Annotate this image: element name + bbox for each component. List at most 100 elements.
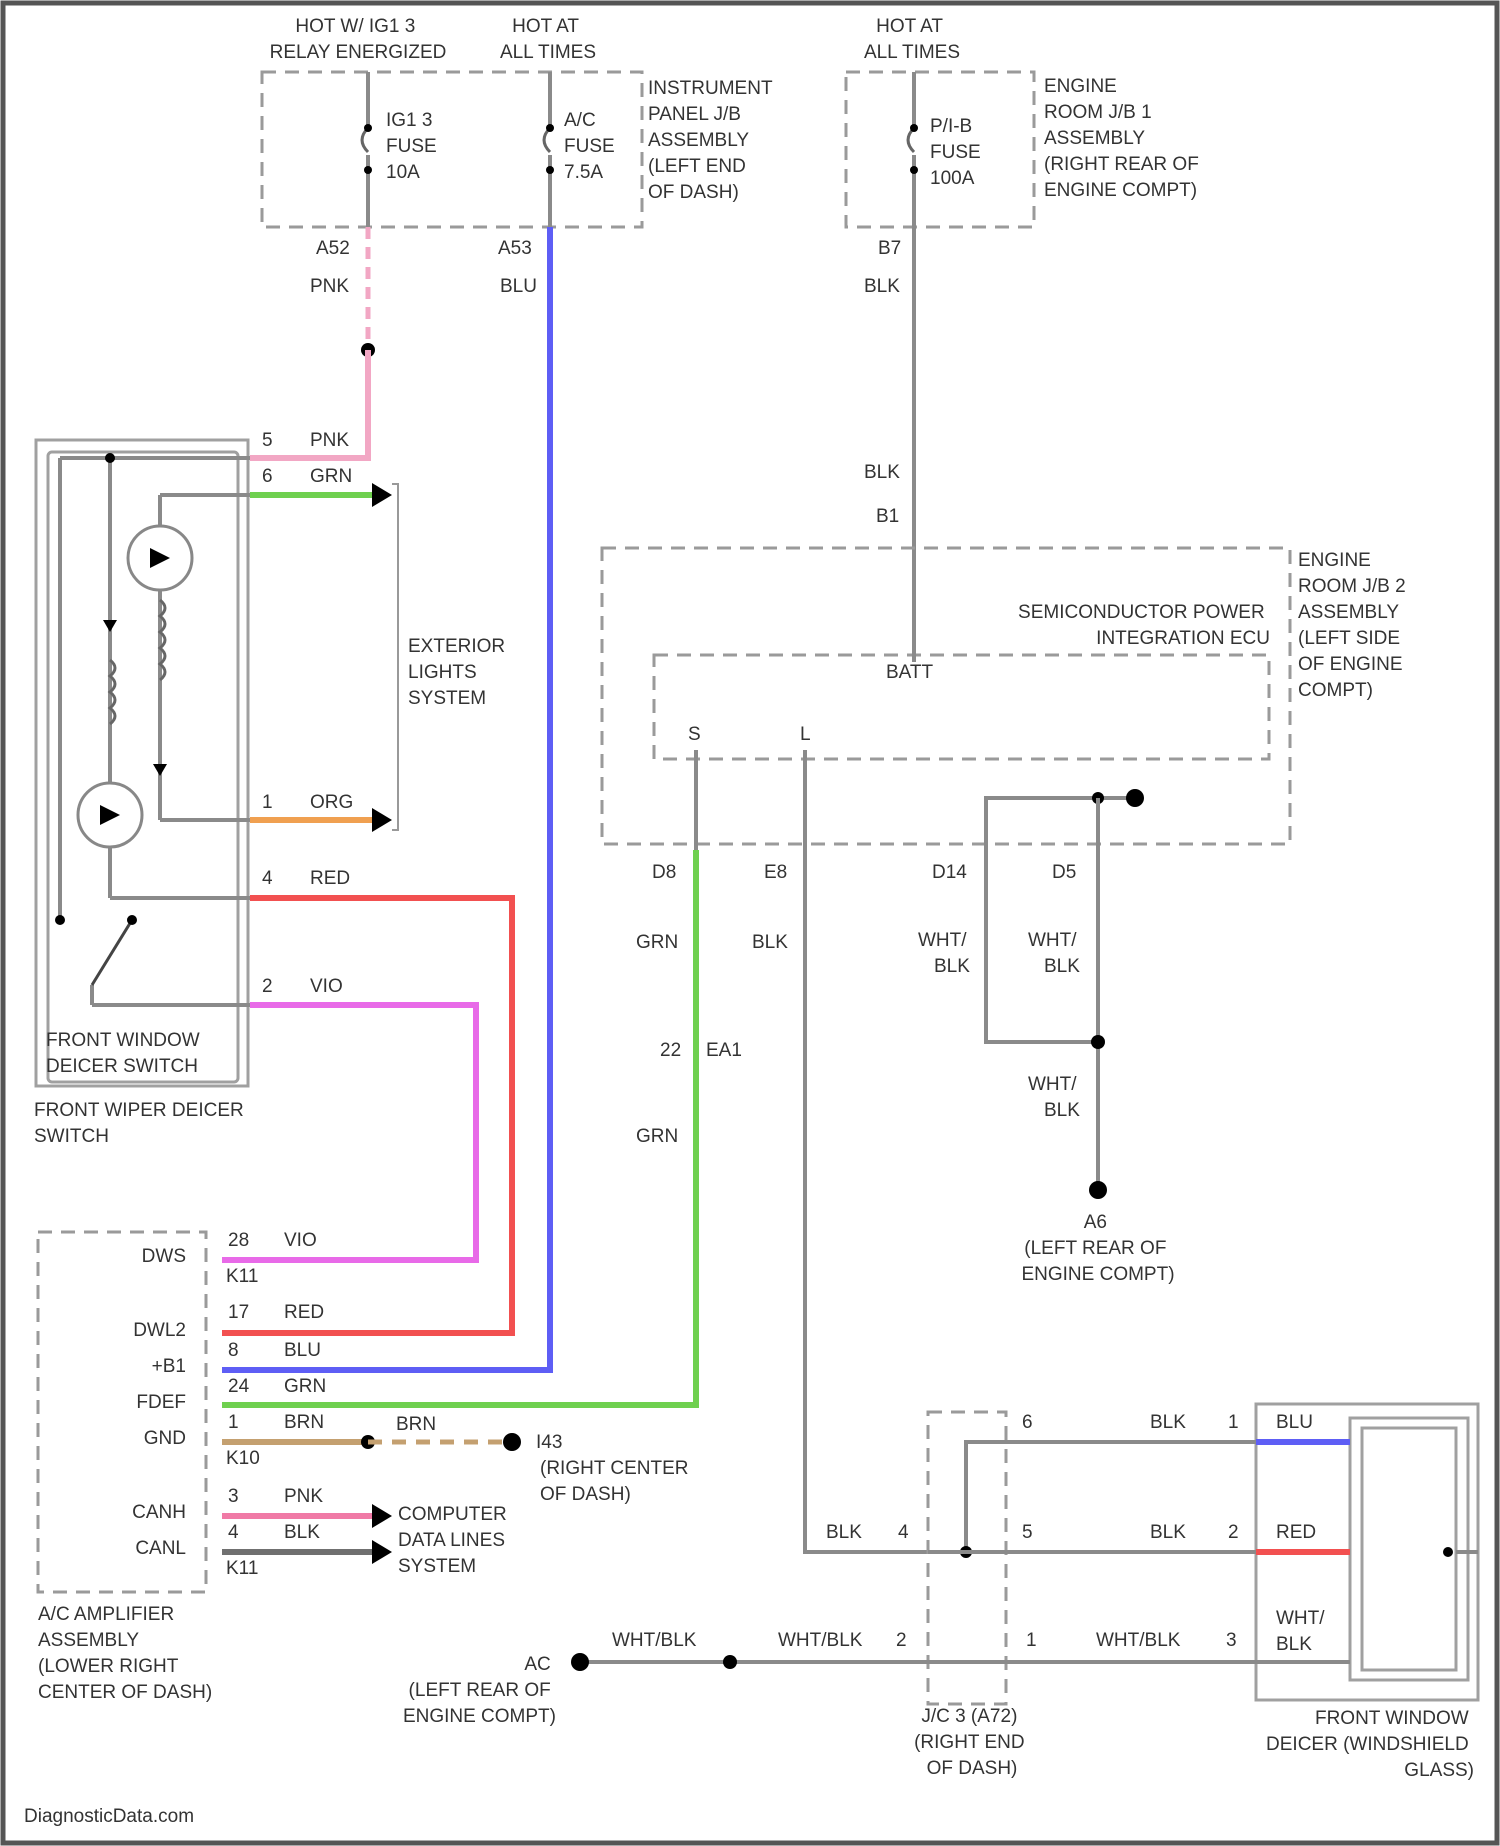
label-brn-gnd: BRN (396, 1414, 436, 1435)
blk-4: BLK (284, 1522, 320, 1543)
svg-text:GND: GND (144, 1428, 186, 1449)
sw-pin5: 5 (262, 430, 273, 451)
engine-jb2-box (602, 548, 1290, 844)
arrow-org (372, 808, 392, 832)
connector-d5: D5 (1052, 862, 1076, 883)
pin-17: 17 (228, 1302, 249, 1323)
switch-internals (55, 453, 250, 1005)
hot-all-header-2: HOT AT ALL TIMES (864, 16, 960, 63)
wht-blk-b: WHT/BLK (778, 1630, 863, 1651)
connector-b7: B7 (878, 238, 901, 259)
jc-wht: WHT/ (1276, 1608, 1325, 1629)
connector-e8: E8 (764, 862, 787, 883)
jc-blk: BLK (1276, 1634, 1312, 1655)
jc-6: 6 (1022, 1412, 1033, 1433)
connector-a52: A52 (316, 238, 350, 259)
svg-text:CANL: CANL (135, 1538, 186, 1559)
label-batt: BATT (886, 662, 934, 683)
svg-text:DWL2: DWL2 (133, 1320, 186, 1341)
pnk-3: PNK (284, 1486, 323, 1507)
sw-vio: VIO (310, 976, 343, 997)
connector-a53: A53 (498, 238, 532, 259)
ac-fuse-label: A/C FUSE 7.5A (564, 110, 620, 183)
engine-jb1-label: ENGINE ROOM J/B 1 ASSEMBLY (RIGHT REAR O… (1044, 76, 1204, 201)
semiconductor-label: SEMICONDUCTOR POWER INTEGRATION ECU (1018, 602, 1270, 649)
label-s: S (688, 724, 701, 745)
wire-blk-e8 (805, 850, 928, 1552)
label-grn-ea1: GRN (636, 1126, 678, 1147)
splice-ac (723, 1655, 737, 1669)
label-wht-d14: WHT/ (918, 930, 967, 951)
label-pnk-a52: PNK (310, 276, 349, 297)
sw-pnk: PNK (310, 430, 349, 451)
jc-2: 2 (1228, 1522, 1239, 1543)
jc-3: 3 (1226, 1630, 1237, 1651)
label-blk-d5: BLK (1044, 956, 1080, 977)
red-17: RED (284, 1302, 324, 1323)
sw-red: RED (310, 868, 350, 889)
sw-pin6: 6 (262, 466, 273, 487)
label-blk-e8: BLK (752, 932, 788, 953)
brn-1: BRN (284, 1412, 324, 1433)
label-wht-a6: WHT/ (1028, 1074, 1077, 1095)
label-ea1-pin: 22 (660, 1040, 681, 1061)
pin-8: 8 (228, 1340, 239, 1361)
pin-24: 24 (228, 1376, 250, 1397)
arrow-canh (372, 1504, 392, 1528)
sw-grn: GRN (310, 466, 352, 487)
svg-text:DWS: DWS (142, 1246, 186, 1267)
wht-blk-c: WHT/BLK (1096, 1630, 1181, 1651)
connector-k10: K10 (226, 1448, 260, 1469)
jc-5: 5 (1022, 1522, 1033, 1543)
ground-internal (1126, 789, 1144, 807)
splice-a6 (1091, 1035, 1105, 1049)
wire-jc-internal (966, 1442, 1008, 1552)
connector-d8: D8 (652, 862, 676, 883)
bracket-exterior (392, 484, 398, 830)
jc-blu: BLU (1276, 1412, 1313, 1433)
computer-data-label: COMPUTER DATA LINES SYSTEM (398, 1504, 512, 1577)
sw-org: ORG (310, 792, 353, 813)
connector-d14: D14 (932, 862, 967, 883)
jc-blk-6: BLK (1150, 1412, 1186, 1433)
ground-a6-symbol (1089, 1181, 1107, 1199)
pi-b-fuse (908, 72, 918, 227)
label-blk-d14: BLK (934, 956, 970, 977)
jc-2b: 2 (896, 1630, 907, 1651)
watermark: DiagnosticData.com (24, 1806, 194, 1827)
connector-b1: B1 (876, 506, 899, 527)
wht-blk-a: WHT/BLK (612, 1630, 697, 1651)
jc-1: 1 (1228, 1412, 1239, 1433)
label-blk-b1: BLK (864, 462, 900, 483)
engine-jb2-label: ENGINE ROOM J/B 2 ASSEMBLY (LEFT SIDE OF… (1298, 550, 1411, 701)
jc3-label: J/C 3 (A72) (RIGHT END OF DASH) (914, 1706, 1030, 1779)
arrow-canl (372, 1540, 392, 1564)
label-wht-d5: WHT/ (1028, 930, 1077, 951)
arrow-grn (372, 483, 392, 507)
sw-pin4: 4 (262, 868, 273, 889)
ac-fuse (544, 72, 554, 227)
svg-text:FDEF: FDEF (136, 1392, 186, 1413)
semiconductor-ecu-box (654, 655, 1269, 759)
jc-4: 4 (898, 1522, 909, 1543)
ground-ac-label: AC (LEFT REAR OF ENGINE COMPT) (403, 1654, 556, 1727)
pin-4: 4 (228, 1522, 239, 1543)
label-blu-a53: BLU (500, 276, 537, 297)
ground-ac-symbol (571, 1653, 589, 1671)
sw-pin2: 2 (262, 976, 273, 997)
deicer-glass-element (1362, 1428, 1456, 1670)
label-ea1: EA1 (706, 1040, 742, 1061)
wiper-switch-label: FRONT WIPER DEICER SWITCH (34, 1100, 249, 1147)
svg-text:CANH: CANH (132, 1502, 186, 1523)
blu-8: BLU (284, 1340, 321, 1361)
ground-i43-symbol (503, 1433, 521, 1451)
ground-a6-label: A6 (LEFT REAR OF ENGINE COMPT) (1021, 1212, 1174, 1285)
pin-1: 1 (228, 1412, 239, 1433)
ground-i43-label: I43 (RIGHT CENTER OF DASH) (536, 1432, 694, 1505)
instrument-jb-label: INSTRUMENT PANEL J/B ASSEMBLY (LEFT END … (648, 78, 778, 203)
connector-k11-b: K11 (226, 1558, 258, 1579)
hot-ig1-header: HOT W/ IG1 3 RELAY ENERGIZED (270, 16, 447, 63)
connector-k11: K11 (226, 1266, 258, 1287)
ig1-fuse-label: IG1 3 FUSE 10A (386, 110, 442, 183)
ac-amplifier-label: A/C AMPLIFIER ASSEMBLY (LOWER RIGHT CENT… (38, 1604, 212, 1703)
